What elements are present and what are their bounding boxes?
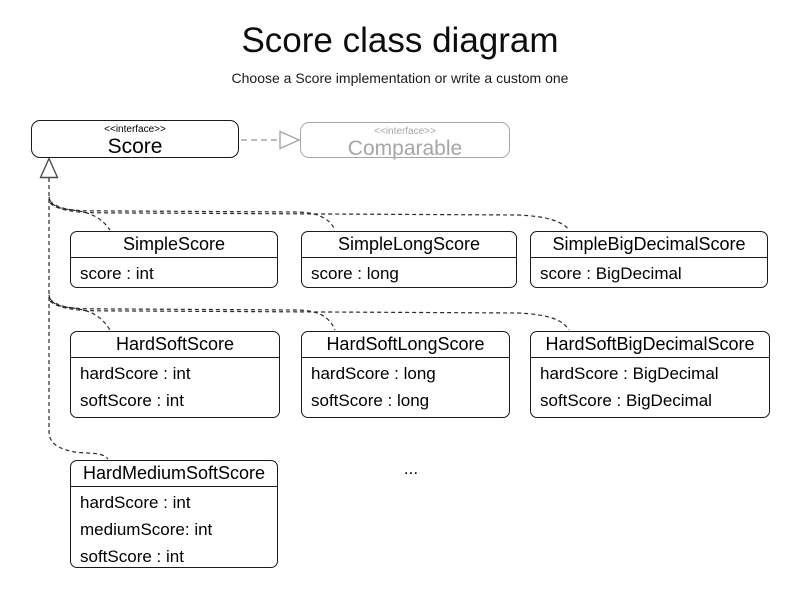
edge-hardsoftlongscore	[49, 298, 336, 331]
class-attributes: hardScore : long softScore : long	[302, 358, 509, 414]
class-name: HardSoftLongScore	[302, 332, 509, 358]
interface-name: Score	[107, 135, 163, 158]
class-box-hardsoftlongscore: HardSoftLongScore hardScore : long softS…	[301, 331, 510, 418]
stereotype-label: <<interface>>	[104, 124, 166, 135]
edge-simplebigdecimalscore	[49, 202, 570, 231]
page-subtitle: Choose a Score implementation or write a…	[231, 70, 569, 86]
class-attribute: softScore : int	[80, 547, 184, 566]
class-attribute: hardScore : int	[80, 493, 191, 512]
class-attribute: score : int	[80, 264, 154, 283]
class-box-hardsoftbigdecimalscore: HardSoftBigDecimalScore hardScore : BigD…	[530, 331, 770, 418]
class-attribute: hardScore : BigDecimal	[540, 364, 719, 383]
class-attributes: score : long	[302, 258, 516, 287]
edge-hardsoftbigdecimalscore	[49, 300, 570, 331]
page-title: Score class diagram	[241, 21, 559, 60]
class-attributes: score : BigDecimal	[531, 258, 767, 287]
arrowhead-score-icon	[39, 156, 59, 179]
arrowhead-comparable-icon	[279, 130, 301, 150]
interface-box-comparable: <<interface>> Comparable	[300, 122, 510, 160]
class-box-hardmediumsoftscore: HardMediumSoftScore hardScore : int medi…	[70, 460, 278, 568]
class-name: SimpleScore	[71, 232, 277, 258]
class-attributes: score : int	[71, 258, 277, 287]
class-attribute: score : long	[311, 264, 399, 283]
edge-simplescore	[48, 196, 111, 231]
class-name: HardMediumSoftScore	[71, 461, 277, 487]
edge-simplelongscore	[49, 200, 336, 231]
class-attribute: softScore : BigDecimal	[540, 391, 712, 410]
more-implementations-ellipsis: ...	[403, 459, 419, 478]
class-attribute: score : BigDecimal	[540, 264, 682, 283]
class-name: HardSoftBigDecimalScore	[531, 332, 769, 358]
interface-box-score: <<interface>> Score	[31, 120, 239, 158]
stereotype-label: <<interface>>	[374, 126, 436, 137]
interface-name: Comparable	[347, 137, 463, 160]
class-attribute: softScore : long	[311, 391, 430, 410]
class-name: SimpleLongScore	[302, 232, 516, 258]
class-attribute: hardScore : long	[311, 364, 436, 383]
class-attributes: hardScore : int softScore : int	[71, 358, 279, 414]
class-attributes: hardScore : BigDecimal softScore : BigDe…	[531, 358, 769, 414]
class-name: SimpleBigDecimalScore	[531, 232, 767, 258]
class-box-hardsoftscore: HardSoftScore hardScore : int softScore …	[70, 331, 280, 418]
edge-hardsoftscore	[48, 294, 111, 331]
class-box-simplebigdecimalscore: SimpleBigDecimalScore score : BigDecimal	[530, 231, 768, 288]
class-box-simplescore: SimpleScore score : int	[70, 231, 278, 288]
class-attributes: hardScore : int mediumScore: int softSco…	[71, 487, 277, 570]
class-attribute: softScore : int	[80, 391, 184, 410]
class-box-simplelongscore: SimpleLongScore score : long	[301, 231, 517, 288]
class-attribute: mediumScore: int	[80, 520, 213, 539]
class-name: HardSoftScore	[71, 332, 279, 358]
class-attribute: hardScore : int	[80, 364, 191, 383]
